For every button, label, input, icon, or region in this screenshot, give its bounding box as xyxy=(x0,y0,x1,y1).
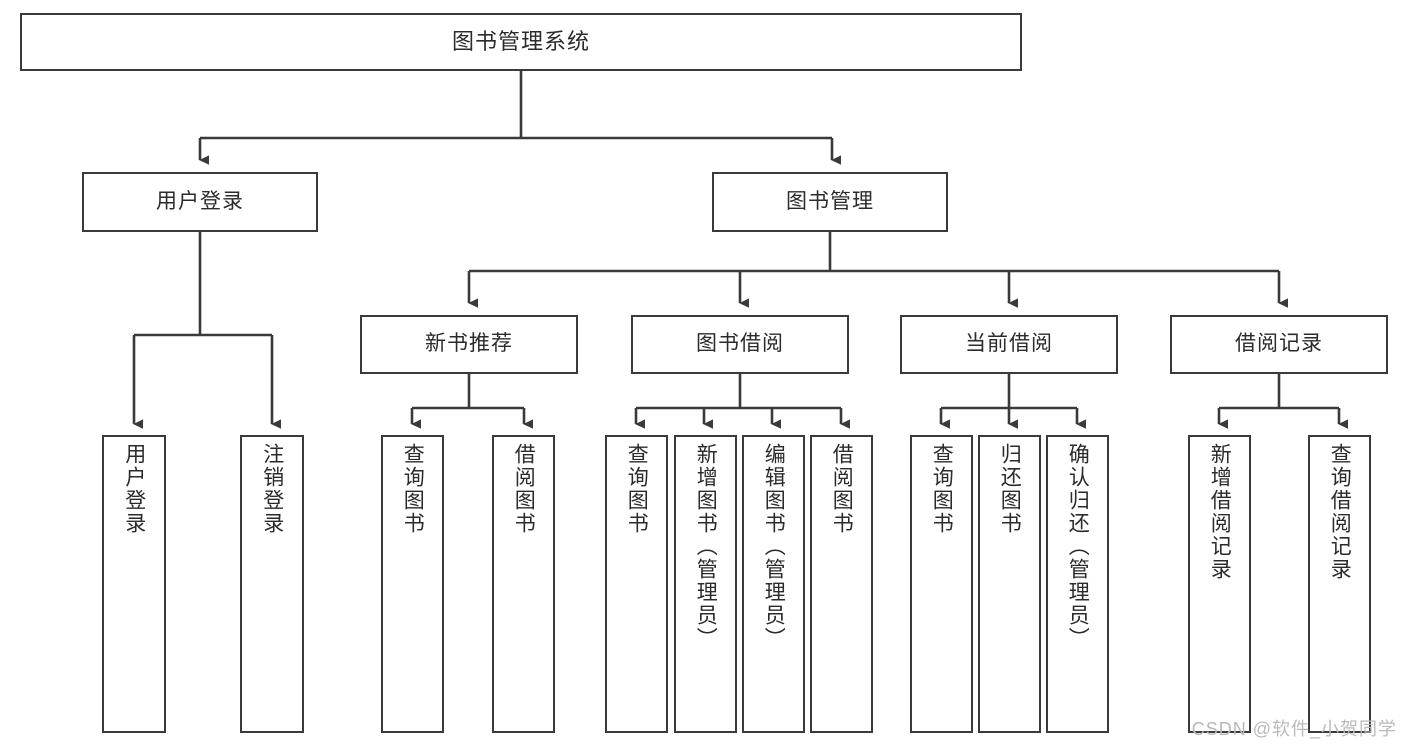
node-label: 归还图书 xyxy=(998,443,1022,535)
node-label: 注销登录 xyxy=(260,443,284,535)
node-label: 图书借阅 xyxy=(696,332,784,356)
node-label: 确认归还（管理员） xyxy=(1066,443,1090,650)
node-label: 新书推荐 xyxy=(425,332,513,356)
node-label: 借阅记录 xyxy=(1235,332,1323,356)
node-label: 用户登录 xyxy=(122,443,146,535)
node-label: 图书管理系统 xyxy=(451,29,590,55)
node-label: 新增借阅记录 xyxy=(1208,443,1232,581)
node-borrow-record[interactable]: 借阅记录 xyxy=(1170,315,1388,374)
node-label: 查询图书 xyxy=(401,443,425,535)
node-current-borrow[interactable]: 当前借阅 xyxy=(900,315,1118,374)
leaf-current-borrow-return[interactable]: 归还图书 xyxy=(978,435,1041,733)
node-book-borrow[interactable]: 图书借阅 xyxy=(631,315,849,374)
node-label: 用户登录 xyxy=(156,189,244,213)
node-label: 新增图书（管理员） xyxy=(694,443,718,650)
node-label: 借阅图书 xyxy=(512,443,536,535)
leaf-borrow-record-add[interactable]: 新增借阅记录 xyxy=(1188,435,1251,733)
node-book-management[interactable]: 图书管理 xyxy=(712,172,948,232)
leaf-book-borrow-add[interactable]: 新增图书（管理员） xyxy=(674,435,737,733)
leaf-current-borrow-confirm-return[interactable]: 确认归还（管理员） xyxy=(1046,435,1109,733)
node-label: 图书管理 xyxy=(786,189,874,213)
node-new-book-recommend[interactable]: 新书推荐 xyxy=(360,315,578,374)
leaf-book-borrow-edit[interactable]: 编辑图书（管理员） xyxy=(742,435,805,733)
leaf-current-borrow-query[interactable]: 查询图书 xyxy=(910,435,973,733)
node-user-login[interactable]: 用户登录 xyxy=(82,172,318,232)
leaf-user-login-signout[interactable]: 注销登录 xyxy=(240,435,304,733)
leaf-borrow-record-query[interactable]: 查询借阅记录 xyxy=(1308,435,1371,733)
node-root-system[interactable]: 图书管理系统 xyxy=(20,13,1022,71)
node-label: 查询图书 xyxy=(625,443,649,535)
leaf-user-login-signin[interactable]: 用户登录 xyxy=(102,435,166,733)
leaf-new-book-borrow[interactable]: 借阅图书 xyxy=(492,435,555,733)
node-label: 查询图书 xyxy=(930,443,954,535)
node-label: 查询借阅记录 xyxy=(1328,443,1352,581)
node-label: 编辑图书（管理员） xyxy=(762,443,786,650)
node-label: 借阅图书 xyxy=(830,443,854,535)
csdn-watermark: CSDN @软件_小贺同学 xyxy=(1191,719,1397,739)
leaf-new-book-query[interactable]: 查询图书 xyxy=(381,435,444,733)
leaf-book-borrow-borrow[interactable]: 借阅图书 xyxy=(810,435,873,733)
leaf-book-borrow-query[interactable]: 查询图书 xyxy=(605,435,668,733)
node-label: 当前借阅 xyxy=(965,332,1053,356)
